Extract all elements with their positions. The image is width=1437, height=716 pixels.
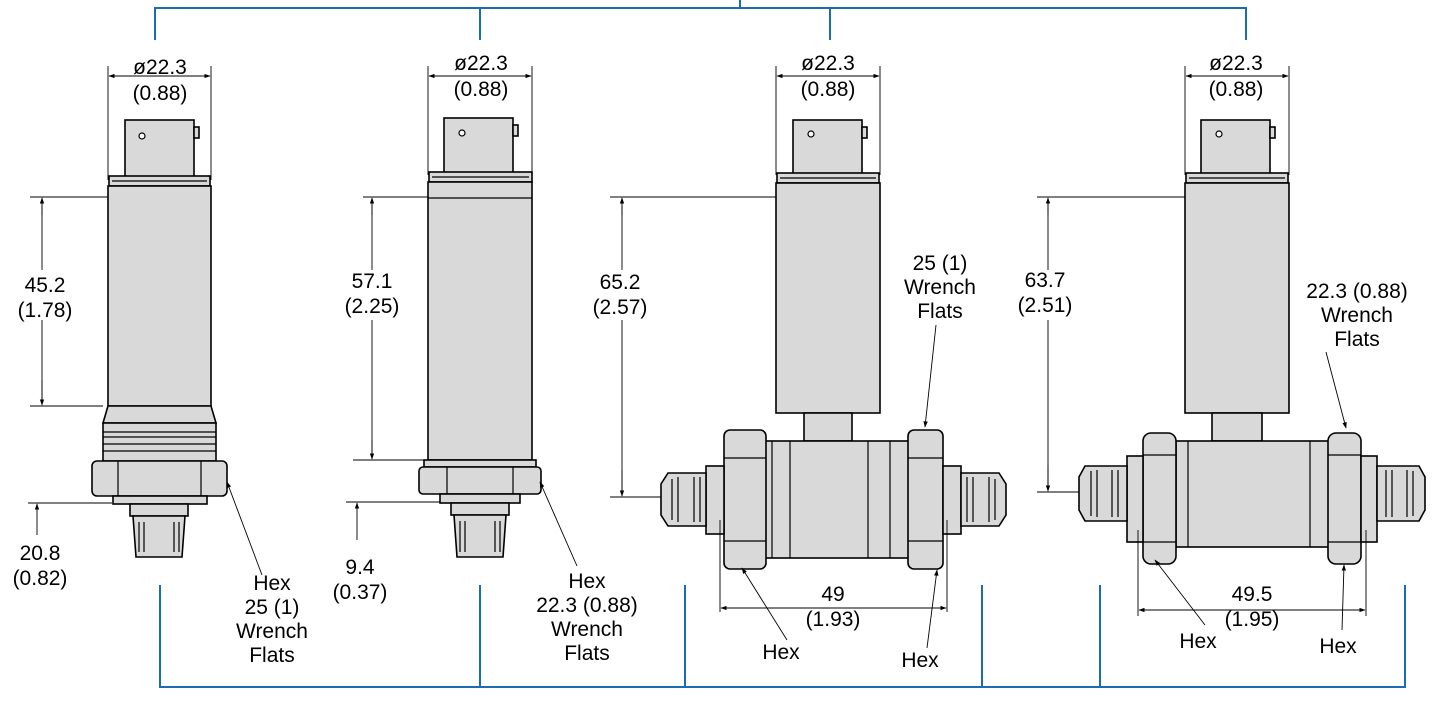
view-4-length-in: (2.51) bbox=[1018, 294, 1073, 317]
top-bracket bbox=[154, 0, 1247, 40]
view-4-hex-right: Hex bbox=[1319, 635, 1357, 658]
view-3-diameter-in: (0.88) bbox=[801, 78, 856, 101]
view-1-hex-label-0: Hex bbox=[253, 572, 291, 595]
view-4-diameter-in: (0.88) bbox=[1209, 78, 1264, 101]
view-4-length: 63.7 bbox=[1025, 269, 1066, 292]
view-3-hex-right: Hex bbox=[901, 649, 939, 672]
view-1-hex-label-2: Wrench bbox=[236, 620, 308, 643]
view-2-hex-label-2: Wrench bbox=[551, 618, 623, 641]
view-3-flats-label-0: 25 (1) bbox=[913, 252, 968, 275]
view-4-flats-label-0: 22.3 (0.88) bbox=[1306, 280, 1408, 303]
view-2-diameter: ø22.3 bbox=[454, 52, 508, 75]
view-3-flats-label-2: Flats bbox=[917, 300, 963, 323]
view-3-inline-sensor-hex25: ø22.3 (0.88) bbox=[593, 52, 1007, 672]
view-1-hex-label-1: 25 (1) bbox=[245, 596, 300, 619]
view-4-inline-sensor-hex22: ø22.3 (0.88) bbox=[1018, 52, 1426, 658]
view-1-thread-length: 20.8 bbox=[20, 542, 61, 565]
view-3-hex-left: Hex bbox=[762, 641, 800, 664]
bottom-bracket bbox=[159, 585, 1406, 688]
view-3-length-in: (2.57) bbox=[593, 296, 648, 319]
view-4-hex-left: Hex bbox=[1179, 630, 1217, 653]
view-2-hex-label-3: Flats bbox=[564, 642, 610, 665]
view-3-diameter: ø22.3 bbox=[801, 52, 855, 75]
view-1-hex-label-3: Flats bbox=[249, 644, 295, 667]
view-2-length-in: (2.25) bbox=[345, 295, 400, 318]
view-3-width: 49 bbox=[821, 583, 844, 606]
view-3-length: 65.2 bbox=[600, 271, 641, 294]
view-4-width: 49.5 bbox=[1232, 583, 1273, 606]
view-4-flats-label-1: Wrench bbox=[1321, 304, 1393, 327]
view-2-hex-label-1: 22.3 (0.88) bbox=[536, 594, 638, 617]
view-2-thread-length-in: (0.37) bbox=[333, 581, 388, 604]
view-2-length: 57.1 bbox=[352, 270, 393, 293]
view-1-length-in: (1.78) bbox=[18, 299, 73, 322]
view-3-width-in: (1.93) bbox=[806, 608, 861, 631]
view-1-length: 45.2 bbox=[25, 274, 66, 297]
view-4-flats-label-2: Flats bbox=[1334, 328, 1380, 351]
view-4-diameter: ø22.3 bbox=[1209, 52, 1263, 75]
view-2-straight-sensor-hex22: ø22.3 (0.88) 57.1 (2.25) 9.4 (0.37) bbox=[333, 52, 638, 665]
view-4-width-in: (1.95) bbox=[1225, 608, 1280, 631]
view-1-thread-length-in: (0.82) bbox=[13, 567, 68, 590]
view-3-flats-label-1: Wrench bbox=[904, 276, 976, 299]
view-2-diameter-in: (0.88) bbox=[454, 78, 509, 101]
view-2-thread-length: 9.4 bbox=[345, 556, 375, 579]
view-1-straight-sensor-hex25: ø22.3 (0.88) 45.2 (1.78) bbox=[13, 56, 308, 667]
view-2-hex-label-0: Hex bbox=[568, 570, 606, 593]
view-1-diameter: ø22.3 bbox=[133, 56, 187, 79]
view-1-diameter-in: (0.88) bbox=[133, 82, 188, 105]
